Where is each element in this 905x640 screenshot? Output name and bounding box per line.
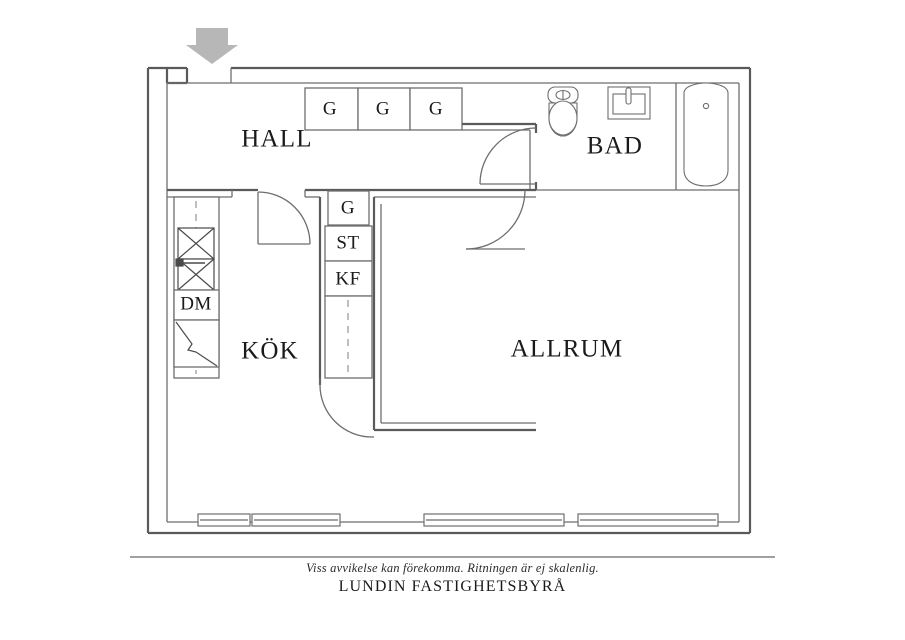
closet-label-hall-1: G: [323, 98, 337, 119]
room-label-allrum: ALLRUM: [511, 336, 624, 363]
living-room-door: [319, 378, 374, 438]
stove-counter-cell: [173, 319, 220, 368]
center-closet-stack: [324, 190, 373, 379]
hall-bath-partition: [462, 129, 531, 190]
kitchen-door: [257, 191, 311, 245]
bathtub-fixture: [683, 82, 729, 187]
room-label-kok: KÖK: [241, 338, 299, 365]
allrum-door: [465, 189, 526, 250]
stove-zigzag: [175, 321, 218, 367]
dishwasher-cell: [173, 289, 220, 321]
center-partition-walls: [318, 197, 536, 432]
hall-bath-partition-thick: [462, 122, 538, 190]
caption-block: Viss avvikelse kan förekomma. Ritningen …: [0, 560, 905, 597]
outer-walls: [146, 66, 752, 535]
toilet-fixture: [547, 86, 579, 137]
room-label-bad: BAD: [587, 133, 643, 160]
appliance-label-dm: DM: [180, 293, 212, 314]
closet-label-hall-2: G: [376, 98, 390, 119]
room-label-hall: HALL: [241, 126, 312, 153]
bathroom-door: [479, 127, 537, 185]
closet-label-g: G: [341, 197, 355, 218]
closet-label-st: ST: [336, 232, 359, 253]
entrance-arrow: [186, 28, 238, 64]
closet-label-kf: KF: [335, 268, 360, 289]
window-group: [197, 513, 719, 527]
disclaimer-text: Viss avvikelse kan förekomma. Ritningen …: [306, 561, 599, 575]
closet-label-hall-3: G: [429, 98, 443, 119]
washbasin-fixture: [607, 86, 651, 120]
kitchen-sink-basins: [175, 227, 215, 291]
agency-name: LUNDIN FASTIGHETSBYRÅ: [338, 578, 567, 595]
hall-closet-row: [304, 87, 463, 131]
center-partition-inner: [380, 204, 536, 424]
bathroom-walls: [536, 83, 739, 191]
